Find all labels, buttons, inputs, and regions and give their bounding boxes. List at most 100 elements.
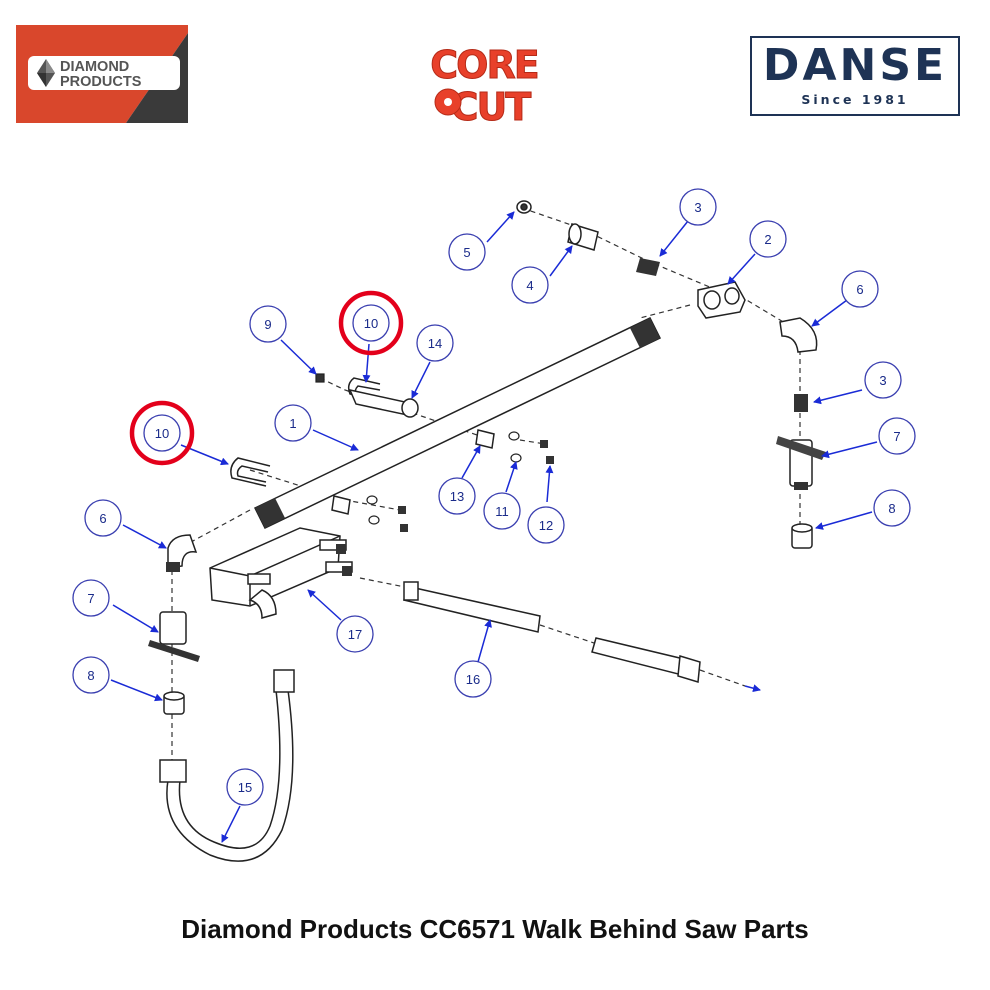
callout-highlight-ring	[338, 290, 404, 356]
callout-circle	[679, 188, 717, 226]
corecut-logo-line2: CUT	[451, 85, 532, 126]
callout-circle	[249, 305, 287, 343]
part-8-adapter-left	[163, 691, 185, 715]
part-10-u-bolt-lower	[230, 457, 271, 487]
callout-number: 15	[238, 780, 252, 795]
part-9-nut	[315, 373, 325, 383]
callout-8b: 8	[72, 656, 110, 694]
callout-5: 5	[448, 233, 486, 271]
part-1-main-pipe	[253, 317, 662, 529]
callout-9: 9	[249, 305, 287, 343]
callout-number: 12	[539, 518, 553, 533]
callout-circle	[454, 660, 492, 698]
callout-12: 12	[527, 506, 565, 544]
diamond-icon	[37, 59, 55, 87]
callout-circle	[84, 499, 122, 537]
callout-4: 4	[511, 266, 549, 304]
callout-number: 1	[289, 416, 296, 431]
callout-14: 14	[416, 324, 454, 362]
part-12-bolts	[398, 440, 554, 532]
callout-6a: 6	[841, 270, 879, 308]
flow-arrow	[744, 684, 761, 693]
callout-circle	[527, 506, 565, 544]
callout-number: 5	[463, 245, 470, 260]
callout-number: 14	[428, 336, 442, 351]
part-17-manifold	[209, 527, 353, 619]
callout-circle	[438, 477, 476, 515]
callout-number: 13	[450, 489, 464, 504]
corecut-logo-line1: CORE	[430, 43, 537, 87]
callout-number: 10	[364, 316, 378, 331]
callout-number: 3	[694, 200, 701, 215]
callout-10a: 10	[338, 290, 404, 356]
part-13-plate	[331, 429, 495, 515]
callout-number: 3	[879, 373, 886, 388]
callout-2: 2	[749, 220, 787, 258]
callout-17: 17	[336, 615, 374, 653]
callout-circle	[143, 414, 181, 452]
part-3-nipple-upper	[636, 258, 660, 276]
callout-10b: 10	[129, 400, 195, 466]
part-4-coupling	[567, 223, 599, 251]
callout-number: 17	[348, 627, 362, 642]
part-7-ball-valve-right	[776, 436, 826, 490]
callout-number: 11	[495, 504, 509, 519]
callout-number: 9	[264, 317, 271, 332]
logo-badge	[28, 56, 180, 90]
part-2-tee-fitting	[697, 281, 746, 319]
callout-circle	[72, 579, 110, 617]
callout-13: 13	[438, 477, 476, 515]
callout-3a: 3	[679, 188, 717, 226]
part-8-adapter-right	[791, 523, 813, 549]
callout-number: 7	[87, 591, 94, 606]
callout-6b: 6	[84, 499, 122, 537]
callout-11: 11	[483, 492, 521, 530]
callout-circle	[274, 404, 312, 442]
callout-3b: 3	[864, 361, 902, 399]
diamond-products-logo: DIAMOND PRODUCTS	[16, 25, 188, 123]
diagram-caption: Diamond Products CC6571 Walk Behind Saw …	[181, 914, 809, 944]
part-6-elbow-left	[166, 534, 198, 572]
callout-16: 16	[454, 660, 492, 698]
part-16-hose	[403, 581, 701, 683]
diamond-logo-line1: DIAMOND	[60, 59, 129, 75]
callout-circle	[416, 324, 454, 362]
callout-circle	[841, 270, 879, 308]
callout-circle	[352, 304, 390, 342]
callout-circle	[749, 220, 787, 258]
callout-number: 8	[87, 668, 94, 683]
callout-number: 7	[893, 429, 900, 444]
part-7-ball-valve-left	[148, 611, 200, 662]
callout-number: 16	[466, 672, 480, 687]
callout-circle	[226, 768, 264, 806]
callout-number: 2	[764, 232, 771, 247]
callout-number: 10	[155, 426, 169, 441]
part-5-cap	[516, 200, 532, 214]
callout-number: 8	[888, 501, 895, 516]
core-cut-logo: CORE CUT	[418, 40, 550, 130]
callout-1: 1	[274, 404, 312, 442]
callout-7a: 7	[878, 417, 916, 455]
callout-leaders	[110, 211, 878, 843]
danse-logo-name: DANSE	[762, 40, 948, 91]
callout-circle	[873, 489, 911, 527]
part-6-elbow-right	[779, 317, 818, 353]
callout-circle	[864, 361, 902, 399]
callout-circle	[336, 615, 374, 653]
callout-circle	[72, 656, 110, 694]
callout-number: 6	[856, 282, 863, 297]
danse-logo: DANSE Since 1981	[750, 36, 960, 116]
callout-circle	[511, 266, 549, 304]
callout-number: 6	[99, 511, 106, 526]
danse-logo-since: Since 1981	[801, 92, 909, 107]
callout-circle	[483, 492, 521, 530]
callout-8a: 8	[873, 489, 911, 527]
callout-highlight-ring	[129, 400, 195, 466]
diamond-logo-line2: PRODUCTS	[60, 74, 142, 90]
callout-circle	[878, 417, 916, 455]
callout-layer: 5 4 3 2 6 3 7 8 9 10 14 1 10 13 11 12 6 7 8 17 16 15	[72, 188, 916, 806]
part-11-washers	[366, 431, 522, 525]
callout-7b: 7	[72, 579, 110, 617]
part-15-flexible-hose	[159, 669, 295, 862]
